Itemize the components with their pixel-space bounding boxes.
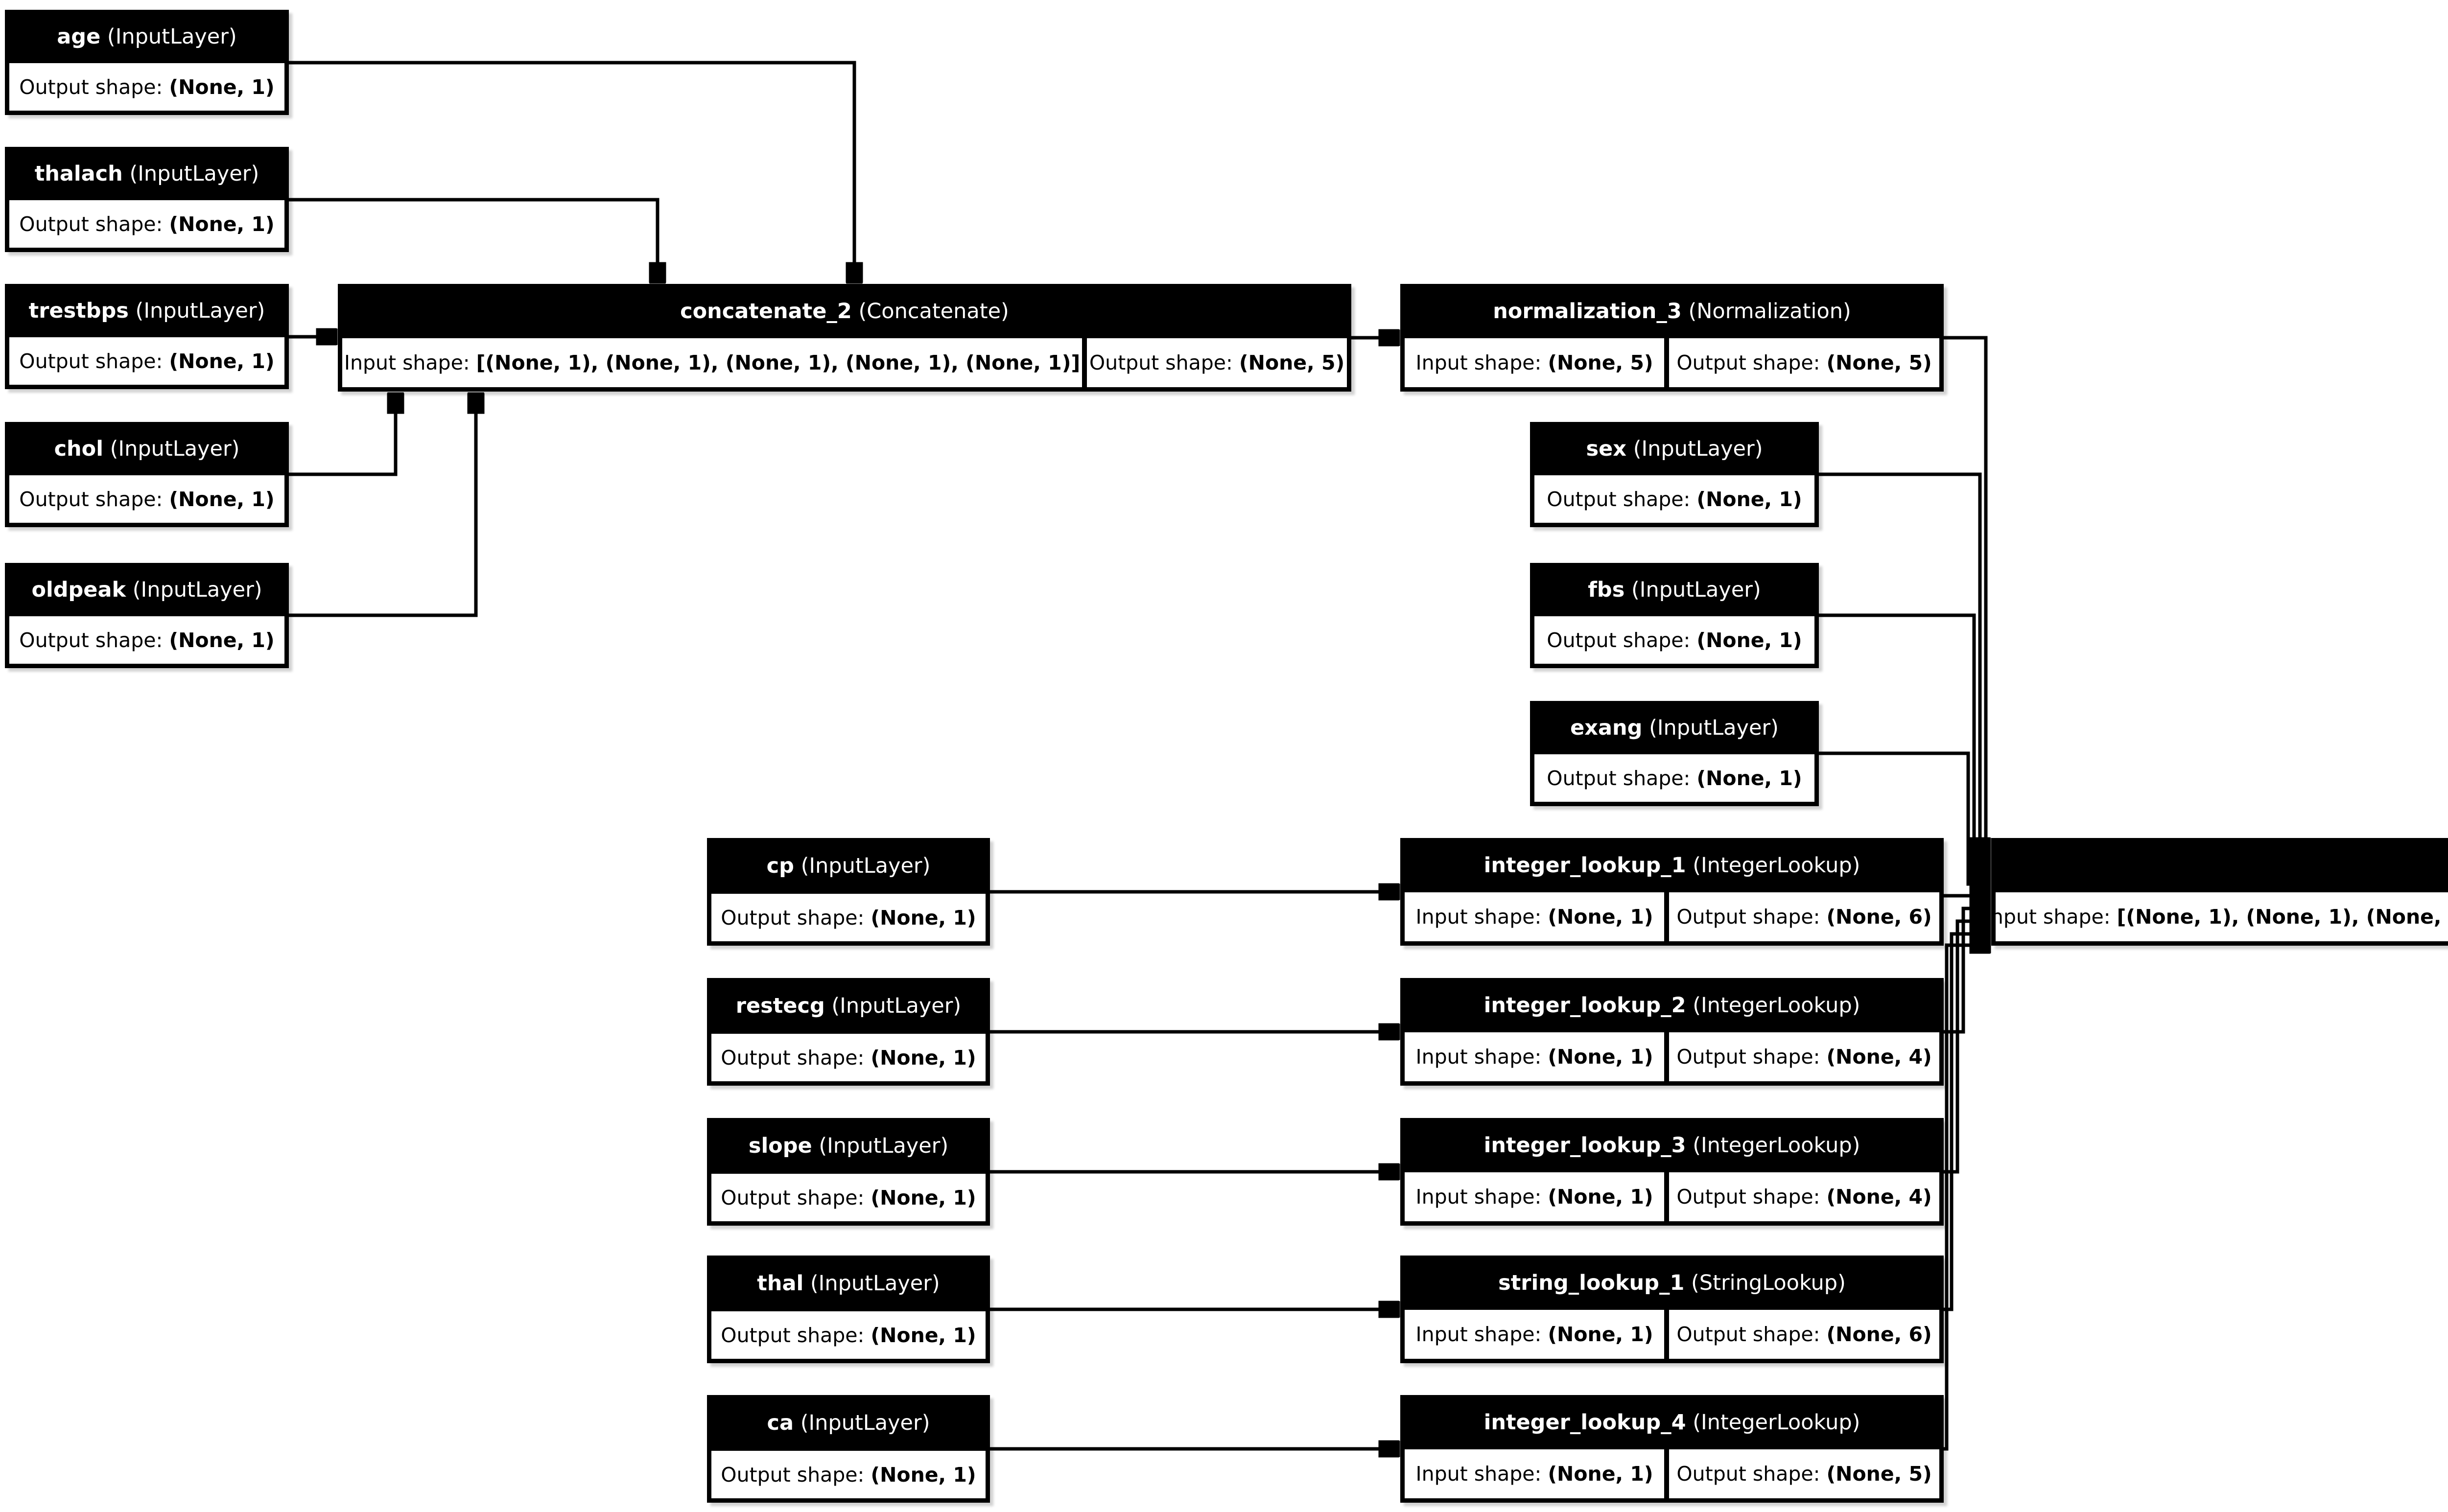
node-age: age (InputLayer) Output shape: (None, 1)	[5, 10, 289, 115]
edge-normalization_3-to-concatenate_3	[1944, 336, 1989, 846]
edge-chol-to-concatenate_2	[289, 395, 396, 476]
node-slope-title: slope (InputLayer)	[748, 1134, 949, 1158]
node-exang: exang (InputLayer) Output shape: (None, …	[1530, 701, 1819, 806]
node-slope-output-shape: Output shape: (None, 1)	[711, 1174, 986, 1221]
node-thal-output-shape: Output shape: (None, 1)	[711, 1311, 986, 1359]
node-fbs-title: fbs (InputLayer)	[1588, 577, 1761, 602]
node-integer_lookup_1-title: integer_lookup_1 (IntegerLookup)	[1483, 853, 1860, 878]
node-chol-output-shape: Output shape: (None, 1)	[9, 475, 284, 523]
node-exang-title: exang (InputLayer)	[1570, 715, 1779, 740]
node-oldpeak-output-shape: Output shape: (None, 1)	[9, 616, 284, 664]
node-concatenate_3-title: concatenate_3 (Concatenate)	[1996, 838, 2448, 892]
edge-integer_lookup_2-to-concatenate_3	[1944, 908, 1989, 1034]
node-integer_lookup_3-input-shape: Input shape: (None, 1)	[1405, 1172, 1665, 1221]
node-sex: sex (InputLayer) Output shape: (None, 1)	[1530, 422, 1819, 527]
node-restecg: restecg (InputLayer) Output shape: (None…	[707, 978, 990, 1086]
node-string_lookup_1-title: string_lookup_1 (StringLookup)	[1498, 1270, 1846, 1295]
edge-sex-to-concatenate_3	[1819, 472, 1989, 859]
node-concatenate_2-output-shape: Output shape: (None, 5)	[1087, 338, 1347, 387]
node-age-output-shape: Output shape: (None, 1)	[9, 63, 284, 111]
node-integer_lookup_1-output-shape: Output shape: (None, 6)	[1669, 892, 1939, 941]
node-integer_lookup_1-input-shape: Input shape: (None, 1)	[1405, 892, 1665, 941]
node-string_lookup_1-input-shape: Input shape: (None, 1)	[1405, 1310, 1665, 1359]
node-cp-output-shape: Output shape: (None, 1)	[711, 894, 986, 941]
node-integer_lookup_1: integer_lookup_1 (IntegerLookup) Input s…	[1400, 838, 1944, 946]
node-integer_lookup_2-input-shape: Input shape: (None, 1)	[1405, 1032, 1665, 1081]
node-restecg-output-shape: Output shape: (None, 1)	[711, 1034, 986, 1081]
node-thal-title: thal (InputLayer)	[757, 1271, 940, 1296]
node-chol: chol (InputLayer) Output shape: (None, 1…	[5, 422, 289, 527]
node-normalization_3-output-shape: Output shape: (None, 5)	[1669, 338, 1939, 387]
node-concatenate_2-input-shape: Input shape: [(None, 1), (None, 1), (Non…	[342, 338, 1083, 387]
node-trestbps: trestbps (InputLayer) Output shape: (Non…	[5, 284, 289, 389]
edge-integer_lookup_4-to-concatenate_3	[1944, 945, 1989, 1451]
node-ca-title: ca (InputLayer)	[767, 1411, 930, 1435]
node-string_lookup_1-output-shape: Output shape: (None, 6)	[1669, 1310, 1939, 1359]
node-integer_lookup_4-output-shape: Output shape: (None, 5)	[1669, 1449, 1939, 1498]
node-concatenate_2: concatenate_2 (Concatenate) Input shape:…	[338, 284, 1351, 392]
node-age-title: age (InputLayer)	[57, 24, 237, 49]
node-integer_lookup_4-input-shape: Input shape: (None, 1)	[1405, 1449, 1665, 1498]
node-integer_lookup_3: integer_lookup_3 (IntegerLookup) Input s…	[1400, 1118, 1944, 1226]
node-cp-title: cp (InputLayer)	[766, 854, 931, 878]
node-exang-output-shape: Output shape: (None, 1)	[1534, 754, 1814, 802]
node-integer_lookup_2: integer_lookup_2 (IntegerLookup) Input s…	[1400, 978, 1944, 1086]
node-normalization_3: normalization_3 (Normalization) Input sh…	[1400, 284, 1944, 392]
node-chol-title: chol (InputLayer)	[54, 436, 240, 461]
node-oldpeak: oldpeak (InputLayer) Output shape: (None…	[5, 563, 289, 668]
node-fbs: fbs (InputLayer) Output shape: (None, 1)	[1530, 563, 1819, 668]
node-thal: thal (InputLayer) Output shape: (None, 1…	[707, 1256, 990, 1363]
node-concatenate_2-title: concatenate_2 (Concatenate)	[680, 299, 1009, 324]
node-integer_lookup_2-output-shape: Output shape: (None, 4)	[1669, 1032, 1939, 1081]
edge-fbs-to-concatenate_3	[1819, 613, 1989, 871]
edge-string_lookup_1-to-concatenate_3	[1944, 934, 1989, 1311]
node-thalach: thalach (InputLayer) Output shape: (None…	[5, 147, 289, 252]
node-integer_lookup_4: integer_lookup_4 (IntegerLookup) Input s…	[1400, 1395, 1944, 1503]
edge-oldpeak-to-concatenate_2	[289, 395, 476, 617]
node-integer_lookup_4-title: integer_lookup_4 (IntegerLookup)	[1483, 1410, 1860, 1435]
node-concatenate_3-input-shape: Input shape: [(None, 1), (None, 1), (Non…	[1996, 892, 2448, 941]
node-sex-title: sex (InputLayer)	[1586, 436, 1763, 461]
node-string_lookup_1: string_lookup_1 (StringLookup) Input sha…	[1400, 1256, 1944, 1363]
node-oldpeak-title: oldpeak (InputLayer)	[31, 577, 262, 602]
node-thalach-output-shape: Output shape: (None, 1)	[9, 200, 284, 248]
edge-integer_lookup_3-to-concatenate_3	[1944, 921, 1989, 1174]
node-slope: slope (InputLayer) Output shape: (None, …	[707, 1118, 990, 1226]
node-thalach-title: thalach (InputLayer)	[34, 161, 259, 186]
node-normalization_3-input-shape: Input shape: (None, 5)	[1405, 338, 1665, 387]
node-concatenate_3: concatenate_3 (Concatenate) Input shape:…	[1991, 838, 2448, 946]
node-integer_lookup_2-title: integer_lookup_2 (IntegerLookup)	[1483, 993, 1860, 1018]
node-trestbps-output-shape: Output shape: (None, 1)	[9, 337, 284, 385]
node-integer_lookup_3-output-shape: Output shape: (None, 4)	[1669, 1172, 1939, 1221]
node-integer_lookup_3-title: integer_lookup_3 (IntegerLookup)	[1483, 1133, 1860, 1158]
edge-thalach-to-concatenate_2	[289, 198, 658, 281]
node-ca: ca (InputLayer) Output shape: (None, 1)	[707, 1395, 990, 1503]
node-cp: cp (InputLayer) Output shape: (None, 1)	[707, 838, 990, 946]
node-fbs-output-shape: Output shape: (None, 1)	[1534, 616, 1814, 664]
node-trestbps-title: trestbps (InputLayer)	[28, 298, 265, 323]
node-normalization_3-title: normalization_3 (Normalization)	[1493, 299, 1851, 324]
node-ca-output-shape: Output shape: (None, 1)	[711, 1451, 986, 1498]
edge-age-to-concatenate_2	[289, 61, 854, 281]
node-restecg-title: restecg (InputLayer)	[735, 994, 962, 1018]
node-sex-output-shape: Output shape: (None, 1)	[1534, 475, 1814, 523]
